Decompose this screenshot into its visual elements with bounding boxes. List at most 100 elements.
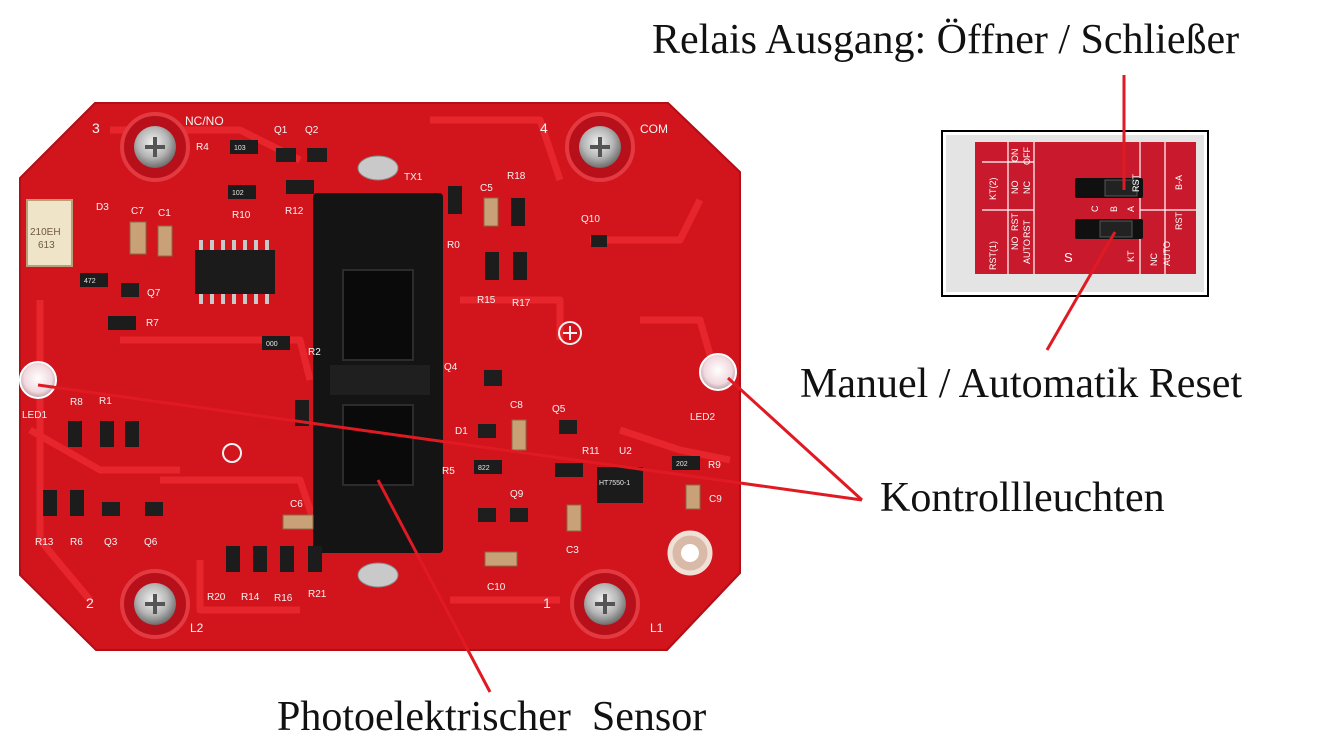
- component-label: Q9: [510, 489, 524, 500]
- component-label: D1: [455, 426, 468, 437]
- component-label: C6: [290, 499, 303, 510]
- pointer-led2: [726, 376, 864, 502]
- component-label: U2: [619, 446, 632, 457]
- component-label: R1: [99, 396, 112, 407]
- resistor-code: 103: [234, 145, 246, 152]
- pcb-board: 210EH 613 HT7550-1: [19, 102, 741, 651]
- terminal-label-l1: L1: [650, 621, 664, 635]
- inset-label: AUTO: [1022, 239, 1032, 264]
- inset-label: RST: [1131, 173, 1141, 192]
- component-label: D3: [96, 202, 109, 213]
- inset-label: RST(1): [988, 241, 998, 270]
- component-label: R7: [146, 318, 159, 329]
- component-label: C9: [709, 494, 722, 505]
- regulator-marking: HT7550-1: [599, 480, 630, 487]
- terminal-label-l2: L2: [190, 621, 204, 635]
- callout-indicator-lights: Kontrollleuchten: [880, 475, 1165, 521]
- component-label: Q7: [147, 288, 161, 299]
- terminal-label-nc-no: NC/NO: [185, 114, 224, 128]
- inset-label: A: [1126, 206, 1136, 212]
- component-label: Q6: [144, 537, 158, 548]
- inset-label: RST: [1010, 212, 1020, 231]
- component-label: R20: [207, 592, 226, 603]
- inset-label: ON: [1010, 149, 1020, 163]
- component-label: C10: [487, 582, 506, 593]
- component-label: R18: [507, 171, 526, 182]
- terminal-number-4: 4: [540, 120, 548, 136]
- component-label: R16: [274, 593, 293, 604]
- optocoupler-marking-1: 210EH: [30, 227, 61, 238]
- regulator: [597, 467, 643, 503]
- component-label: C7: [131, 206, 144, 217]
- pointer-lines: [37, 75, 1126, 693]
- component-label: R14: [241, 592, 260, 603]
- led1: [19, 361, 57, 399]
- inset-label: RST: [1022, 219, 1032, 238]
- component-label: R4: [196, 142, 209, 153]
- resistor-code: 822: [478, 465, 490, 472]
- pointer-sensor: [376, 479, 492, 693]
- callout-reset-mode: Manuel / Automatik Reset: [800, 361, 1243, 407]
- terminal-number-1: 1: [543, 595, 551, 611]
- transistors: [102, 148, 607, 522]
- inset-label: B-A: [1174, 175, 1184, 190]
- callout-sensor: Photoelektrischer Sensor: [277, 694, 707, 740]
- component-label: R8: [70, 397, 83, 408]
- terminal-screws: [120, 112, 640, 639]
- callout-relay-output: Relais Ausgang: Öffner / Schließer: [652, 17, 1240, 63]
- component-label: R12: [285, 206, 304, 217]
- optocoupler: [26, 199, 73, 267]
- component-label: R13: [35, 537, 54, 548]
- component-label: R21: [308, 589, 327, 600]
- terminal-number-3: 3: [92, 120, 100, 136]
- jumper-inset: RST(1) KT(2) ON OFF NO NC NO RST AUTO RS…: [941, 130, 1209, 297]
- component-label: C5: [480, 183, 493, 194]
- pointer-led1: [37, 383, 863, 502]
- resistor-code: 000: [266, 341, 278, 348]
- led2: [699, 353, 737, 391]
- led2-label: LED2: [690, 412, 715, 423]
- inset-label: C: [1090, 205, 1100, 212]
- capacitors: [129, 197, 701, 567]
- component-label: C8: [510, 400, 523, 411]
- component-label: R6: [70, 537, 83, 548]
- inset-label: NO: [1010, 181, 1020, 195]
- component-label: R9: [708, 460, 721, 471]
- inset-label: RST: [1174, 211, 1184, 230]
- component-label: R5: [442, 466, 455, 477]
- inset-label: B: [1109, 206, 1119, 212]
- component-label: C1: [158, 208, 171, 219]
- inset-label: KT(2): [988, 177, 998, 200]
- led1-label: LED1: [22, 410, 47, 421]
- resistor-code: 472: [84, 278, 96, 285]
- inset-label: NC: [1022, 181, 1032, 194]
- terminal-label-com: COM: [640, 122, 668, 136]
- resistor-code: 102: [232, 190, 244, 197]
- inset-label: OFF: [1022, 147, 1032, 165]
- component-label: TX1: [404, 172, 423, 183]
- component-label: R0: [447, 240, 460, 251]
- resistor-code: 202: [676, 461, 688, 468]
- inset-label: KT: [1126, 250, 1136, 262]
- component-label: R17: [512, 298, 531, 309]
- component-label: Q4: [444, 362, 458, 373]
- inset-label: NO: [1010, 237, 1020, 251]
- inset-label: AUTO: [1162, 241, 1172, 266]
- component-label: C3: [566, 545, 579, 556]
- component-label: R10: [232, 210, 251, 221]
- inset-label: S: [1064, 250, 1073, 265]
- pointer-reset-mode: [1045, 231, 1117, 351]
- component-label: R15: [477, 295, 496, 306]
- component-label: Q1: [274, 125, 288, 136]
- component-label: R2: [308, 347, 321, 358]
- resistor-chips: [43, 140, 700, 572]
- inset-label: NC: [1149, 253, 1159, 266]
- optocoupler-marking-2: 613: [38, 240, 55, 251]
- component-label: R11: [582, 446, 600, 457]
- component-label: Q2: [305, 125, 319, 136]
- component-label: Q5: [552, 404, 566, 415]
- ic-chip: [195, 250, 275, 294]
- component-label: Q3: [104, 537, 118, 548]
- terminal-number-2: 2: [86, 595, 94, 611]
